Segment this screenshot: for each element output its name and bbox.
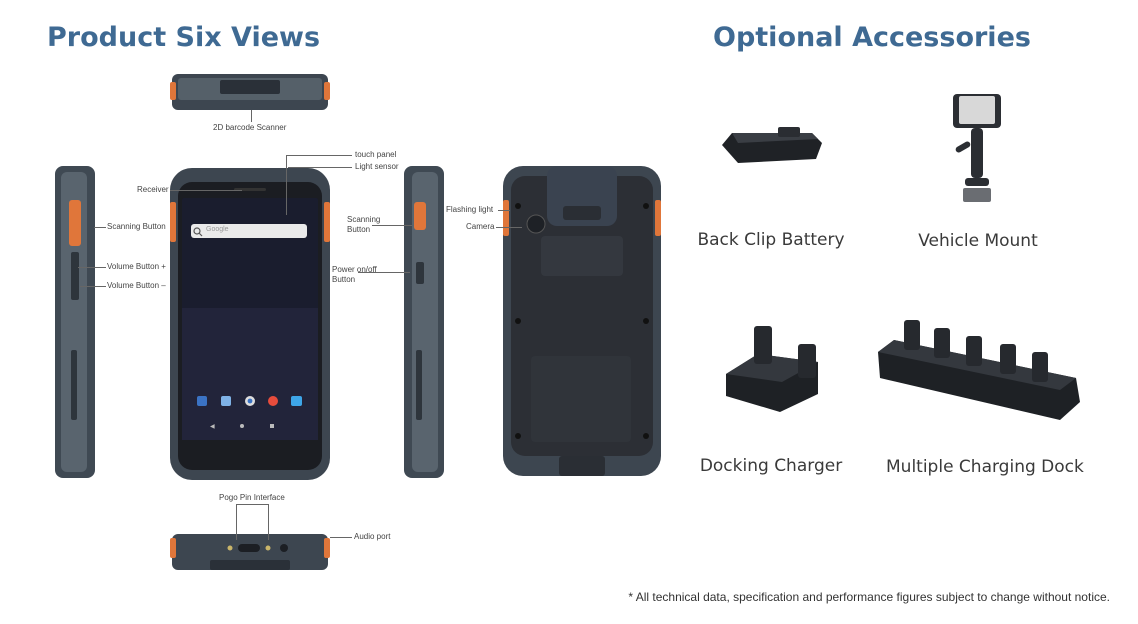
label-power-1: Power on/off — [332, 265, 377, 274]
heading-six-views: Product Six Views — [47, 22, 321, 53]
label-receiver: Receiver — [137, 185, 169, 194]
label-barcode-scanner: 2D barcode Scanner — [213, 123, 287, 132]
device-top-view — [170, 74, 330, 110]
footnote: * All technical data, specification and … — [628, 590, 1110, 604]
search-icon — [191, 224, 203, 238]
accessory-name-vehicle-mount: Vehicle Mount — [918, 231, 1038, 251]
label-scanning-button-left: Scanning Button — [107, 222, 166, 231]
device-right-side-view — [404, 166, 444, 478]
label-camera: Camera — [466, 222, 495, 231]
label-flashing-light: Flashing light — [446, 205, 494, 214]
label-pogo-pin: Pogo Pin Interface — [219, 493, 285, 502]
device-back-view — [503, 166, 661, 476]
label-volume-minus: Volume Button – — [107, 281, 166, 290]
device-left-side-view — [55, 166, 95, 478]
multiple-charging-dock-image — [878, 320, 1080, 420]
vehicle-mount-image — [953, 94, 1001, 202]
label-power-2: Button — [332, 275, 356, 284]
label-scanning-button-right-1: Scanning — [347, 215, 381, 224]
accessory-name-docking-charger: Docking Charger — [699, 456, 843, 476]
search-bar[interactable]: Google — [191, 224, 307, 238]
label-audio-port: Audio port — [354, 532, 391, 541]
device-bottom-view — [170, 534, 330, 570]
back-clip-battery-image — [722, 127, 822, 163]
heading-accessories: Optional Accessories — [713, 22, 1031, 53]
search-placeholder: Google — [206, 226, 229, 233]
label-volume-plus: Volume Button + — [107, 262, 166, 271]
accessory-name-multiple-charging-dock: Multiple Charging Dock — [886, 457, 1084, 477]
svg-text:◀: ◀ — [210, 423, 215, 430]
device-front-view: ◀ — [170, 168, 330, 480]
accessory-name-back-clip-battery: Back Clip Battery — [697, 230, 845, 250]
label-scanning-button-right-2: Button — [347, 225, 371, 234]
label-touch-panel: touch panel — [355, 150, 397, 159]
docking-charger-image — [726, 326, 818, 412]
label-light-sensor: Light sensor — [355, 162, 399, 171]
